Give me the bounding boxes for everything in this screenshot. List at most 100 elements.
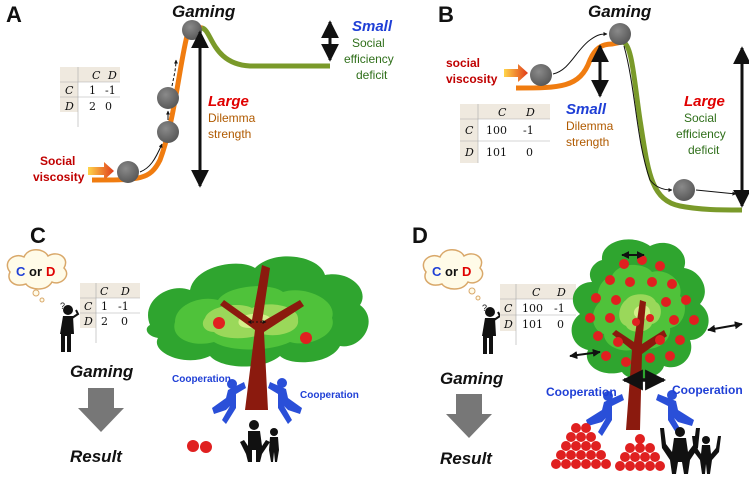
social-viscosity-line1-a: Social (40, 154, 75, 168)
matrix-col-c-c: C (100, 285, 109, 298)
payoff-matrix-a: C D C 1 -1 D 2 0 (60, 67, 120, 127)
state-ball-b1 (530, 64, 552, 86)
matrix-col-d-c: D (120, 285, 130, 298)
tree-icon (146, 256, 369, 410)
matrix-col-d-a: D (107, 69, 117, 82)
state-ball-a1 (117, 161, 139, 183)
dilemma-size-a: Large (208, 93, 249, 110)
matrix-row-c-d: C (504, 302, 513, 315)
matrix-cell-dd-c: 0 (121, 315, 128, 328)
transition-arrow-b3 (695, 189, 737, 196)
thought-bubble-icon (6, 249, 68, 303)
matrix-cell-dc-a: 2 (89, 100, 96, 113)
deficit-size-a: Small (352, 18, 393, 35)
apple-pile-left (551, 423, 611, 469)
dilemma-text-line1-a: Dilemma (208, 111, 256, 125)
person-icon (60, 305, 80, 352)
apple-icon (187, 317, 312, 453)
result-label-c: Result (70, 447, 123, 466)
dilemma-text-line1-b: Dilemma (566, 119, 614, 133)
expansion-arrow-right (707, 321, 743, 333)
question-mark: ? (482, 303, 487, 313)
transition-arrow-b2 (623, 45, 673, 192)
social-viscosity-line1-b: social (446, 56, 480, 70)
state-ball-b3 (673, 179, 695, 201)
matrix-col-c-d: C (532, 286, 541, 299)
matrix-cell-dc-c: 2 (101, 315, 108, 328)
panel-a: A Gaming Social viscosity C D C 1 -1 D (6, 2, 394, 188)
thought-d-option-c: C (432, 264, 442, 279)
dilemma-text-line2-b: strength (566, 135, 609, 149)
question-mark: ? (60, 301, 65, 311)
apple-icon (585, 255, 699, 367)
expansion-arrow-left (569, 348, 601, 360)
matrix-cell-cd-a: -1 (105, 84, 116, 97)
matrix-cell-cc-d: 100 (522, 302, 543, 315)
cooperation-label-right-d: Cooperation (672, 383, 743, 397)
cooperation-label-left-d: Cooperation (546, 385, 617, 399)
thought-c-or: or (29, 264, 42, 279)
landscape-curve-green-a (200, 25, 330, 69)
thought-d-option-d: D (462, 264, 471, 279)
state-ball-b2 (609, 23, 631, 45)
deficit-size-b: Large (684, 93, 725, 110)
deficit-text-line2-a: efficiency (344, 52, 394, 66)
person-icon (212, 378, 302, 424)
payoff-matrix-d: C D C 100 -1 D 101 0 (500, 284, 576, 345)
matrix-row-d-b: D (464, 146, 474, 159)
person-icon (482, 307, 502, 354)
matrix-col-c-a: C (92, 69, 101, 82)
cooperation-label-right-c: Cooperation (300, 390, 359, 401)
dilemma-size-b: Small (566, 101, 607, 118)
landscape-curve-green-b (621, 39, 743, 213)
matrix-row-c-b: C (465, 124, 474, 137)
thought-c-option-c: C (16, 264, 26, 279)
thought-d-or: or (445, 264, 458, 279)
deficit-text-line1-b: Social (684, 111, 717, 125)
deficit-text-line2-b: efficiency (676, 127, 726, 141)
thought-c-option-d: D (46, 264, 55, 279)
gaming-label-a: Gaming (172, 2, 236, 21)
person-icon (660, 427, 721, 474)
social-viscosity-line2-b: viscosity (446, 72, 498, 86)
matrix-row-c-c: C (84, 300, 93, 313)
panel-c: C C or D ? C D C 1 -1 D (6, 223, 369, 466)
matrix-row-d-a: D (64, 100, 74, 113)
matrix-col-c-b: C (498, 106, 507, 119)
panel-letter-c: C (30, 223, 46, 248)
fat-arrow-icon (504, 64, 528, 82)
result-label-d: Result (440, 449, 493, 468)
matrix-cell-cc-c: 1 (101, 300, 108, 313)
matrix-cell-dd-a: 0 (105, 100, 112, 113)
panel-d: D C or D ? C D C 100 -1 D 101 0 (412, 223, 743, 474)
transition-arrow-a1 (139, 143, 163, 173)
transition-arrow-a3 (171, 59, 178, 87)
matrix-cell-dd-d: 0 (557, 318, 564, 331)
gaming-label-b: Gaming (588, 2, 652, 21)
matrix-cell-dc-d: 101 (522, 318, 543, 331)
social-viscosity-line2-a: viscosity (33, 170, 85, 184)
thought-bubble-icon (422, 249, 484, 301)
deficit-text-line3-b: deficit (688, 143, 720, 157)
panel-letter-b: B (438, 2, 454, 27)
dilemma-text-line2-a: strength (208, 127, 251, 141)
person-icon (240, 420, 279, 462)
cooperation-label-left-c: Cooperation (172, 374, 231, 385)
matrix-row-d-d: D (503, 318, 513, 331)
matrix-col-d-b: D (525, 106, 535, 119)
payoff-matrix-b: C D C 100 -1 D 101 0 (460, 104, 550, 163)
matrix-cell-cd-b: -1 (523, 124, 534, 137)
apple-pile-right (615, 434, 665, 471)
person-icon (586, 390, 694, 436)
down-arrow-icon (446, 394, 492, 438)
matrix-cell-cc-a: 1 (89, 84, 96, 97)
payoff-matrix-c: C D C 1 -1 D 2 0 (80, 283, 140, 343)
panel-letter-d: D (412, 223, 428, 248)
state-ball-a2 (157, 121, 179, 143)
matrix-row-c-a: C (65, 84, 74, 97)
tree-icon (571, 239, 709, 430)
down-arrow-icon (78, 388, 124, 432)
panel-b: B Gaming social viscosity C D C 100 -1 D… (438, 2, 749, 213)
matrix-cell-cc-b: 100 (486, 124, 507, 137)
